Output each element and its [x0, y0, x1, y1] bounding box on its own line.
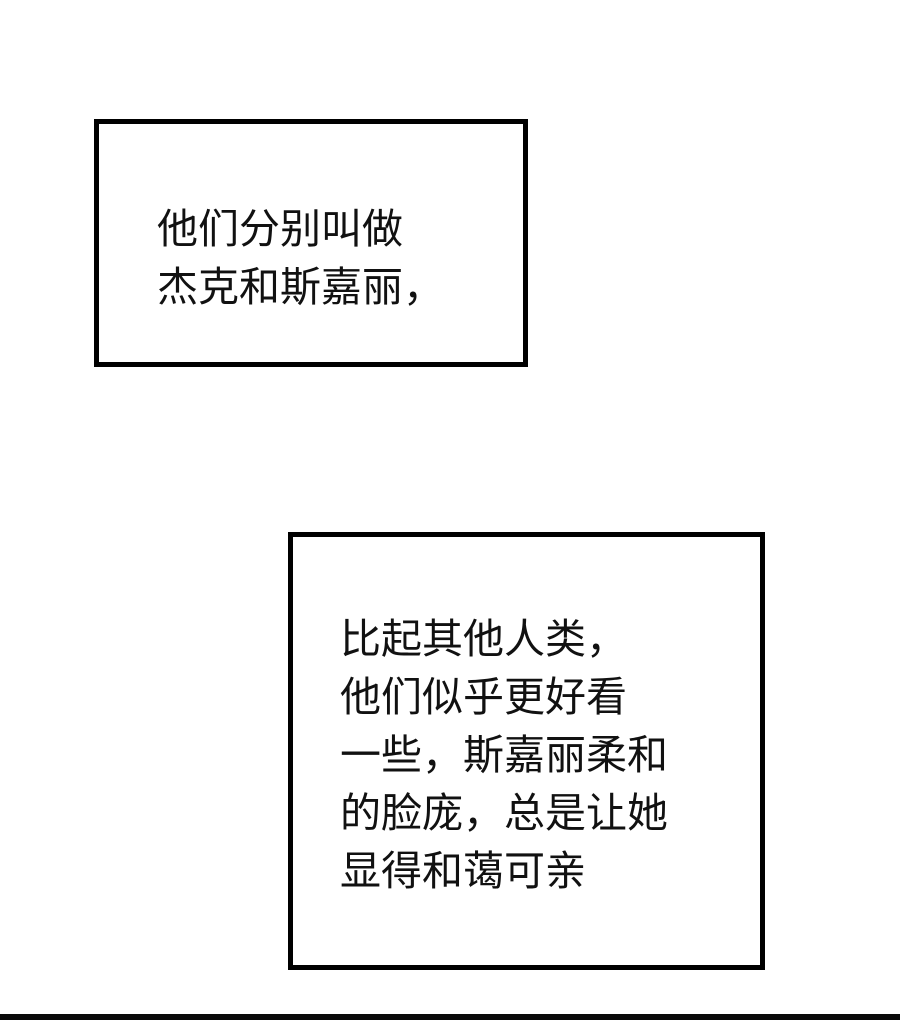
caption-box-1: 他们分别叫做 杰克和斯嘉丽，	[94, 119, 528, 367]
caption-box-2-text: 比起其他人类， 他们似乎更好看 一些，斯嘉丽柔和 的脸庞，总是让她 显得和蔼可亲	[340, 610, 668, 900]
caption-line: 一些，斯嘉丽柔和	[340, 732, 668, 778]
page-divider	[0, 1014, 900, 1020]
caption-box-2: 比起其他人类， 他们似乎更好看 一些，斯嘉丽柔和 的脸庞，总是让她 显得和蔼可亲	[288, 532, 765, 970]
caption-line: 比起其他人类，	[340, 616, 627, 662]
caption-line: 杰克和斯嘉丽，	[157, 264, 444, 310]
caption-line: 显得和蔼可亲	[340, 848, 586, 894]
caption-line: 他们似乎更好看	[340, 674, 627, 720]
caption-line: 的脸庞，总是让她	[340, 790, 668, 836]
caption-line: 他们分别叫做	[157, 206, 403, 252]
caption-box-1-text: 他们分别叫做 杰克和斯嘉丽，	[157, 200, 444, 316]
